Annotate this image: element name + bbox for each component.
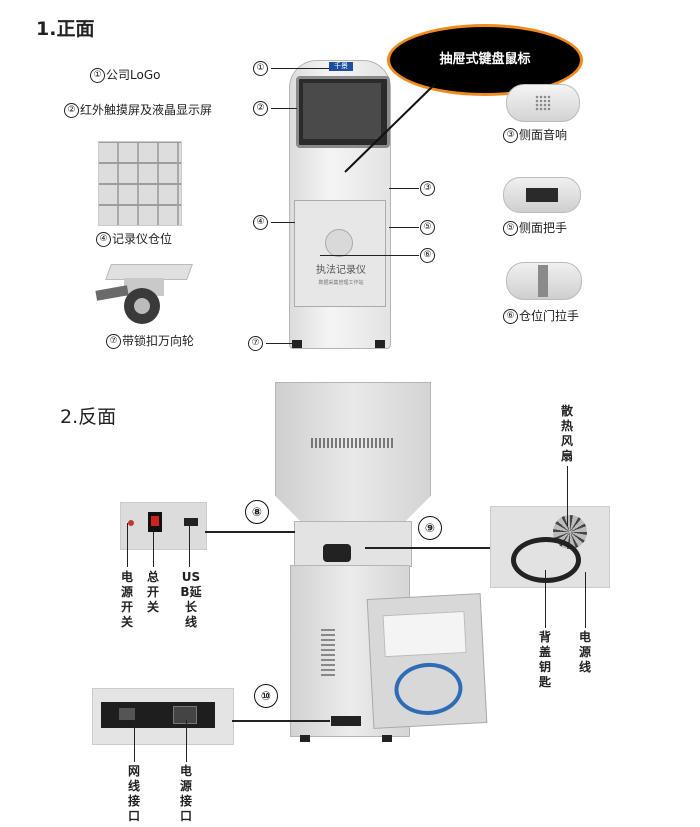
front-wheel-right (375, 340, 385, 348)
tick-back-key (545, 570, 546, 628)
marker-front-1: ① (253, 61, 269, 76)
leader-10 (232, 720, 330, 722)
marker-front-7: ⑦ (248, 336, 264, 351)
marker-front-6: ⑥ (420, 248, 436, 263)
marker-back-8: ⑧ (245, 500, 269, 524)
tick-usb (189, 526, 190, 567)
kiosk-back-top (275, 382, 431, 524)
side-handle-photo (503, 177, 581, 213)
front-section-title: 1.正面 (36, 18, 95, 40)
tick-power-cord (585, 572, 586, 628)
marker-back-10: ⑩ (254, 684, 278, 708)
label-cooling-fan: 散热风扇 (560, 404, 573, 463)
leader-5 (389, 227, 419, 228)
marker-back-9: ⑨ (418, 516, 442, 540)
marker-front-5: ⑤ (420, 220, 436, 235)
recorder-bay-photo (98, 141, 182, 226)
front-wheel-left (292, 340, 302, 348)
speaker-photo (506, 84, 580, 122)
kiosk-screen (296, 76, 390, 148)
tick-power-port (186, 720, 187, 762)
callout-pointer-line (344, 83, 436, 173)
marker-front-2: ② (253, 101, 269, 116)
leader-8 (205, 531, 295, 533)
kiosk-back-shelf (294, 521, 412, 567)
company-logo: 千景 (329, 62, 353, 71)
callout-drawer-keyboard: 抽屉式键盘鼠标 (387, 24, 583, 96)
marker-front-4: ④ (253, 215, 269, 230)
label-power-cord: 电源线 (578, 630, 591, 674)
label-main-switch: 总开关 (146, 570, 159, 614)
label-back-cover-key: 背盖钥匙 (538, 630, 551, 689)
caster-wheel-photo (94, 262, 198, 324)
panel-8-photo (120, 502, 207, 550)
tick-main-switch (153, 532, 154, 567)
leader-7 (266, 343, 294, 344)
door-pull-photo (506, 262, 582, 300)
leader-4 (271, 222, 295, 223)
leader-9 (365, 547, 490, 549)
tick-power-switch (127, 523, 128, 567)
marker-front-3: ③ (420, 181, 436, 196)
tick-network-port (134, 720, 135, 762)
tick-fan (567, 466, 568, 526)
leader-1 (271, 68, 329, 69)
panel-10-photo (92, 688, 234, 745)
back-wheel-right (382, 735, 392, 742)
panel-9-photo (490, 506, 610, 588)
label-power-port: 电源接口 (179, 764, 192, 823)
label-power-switch: 电源开关 (120, 570, 133, 629)
back-section-title: 2.反面 (60, 406, 117, 428)
leader-2 (271, 108, 297, 109)
accessory-package-photo (366, 593, 488, 729)
back-wheel-left (300, 735, 310, 742)
kiosk-bay-door: 执法记录仪 数据采集管理工作站 (294, 200, 386, 307)
leader-6 (320, 255, 419, 256)
label-usb-extension: USB延长线 (180, 570, 202, 629)
leader-3 (389, 188, 419, 189)
label-network-port: 网线接口 (127, 764, 140, 823)
marker-1: ① (90, 68, 105, 83)
